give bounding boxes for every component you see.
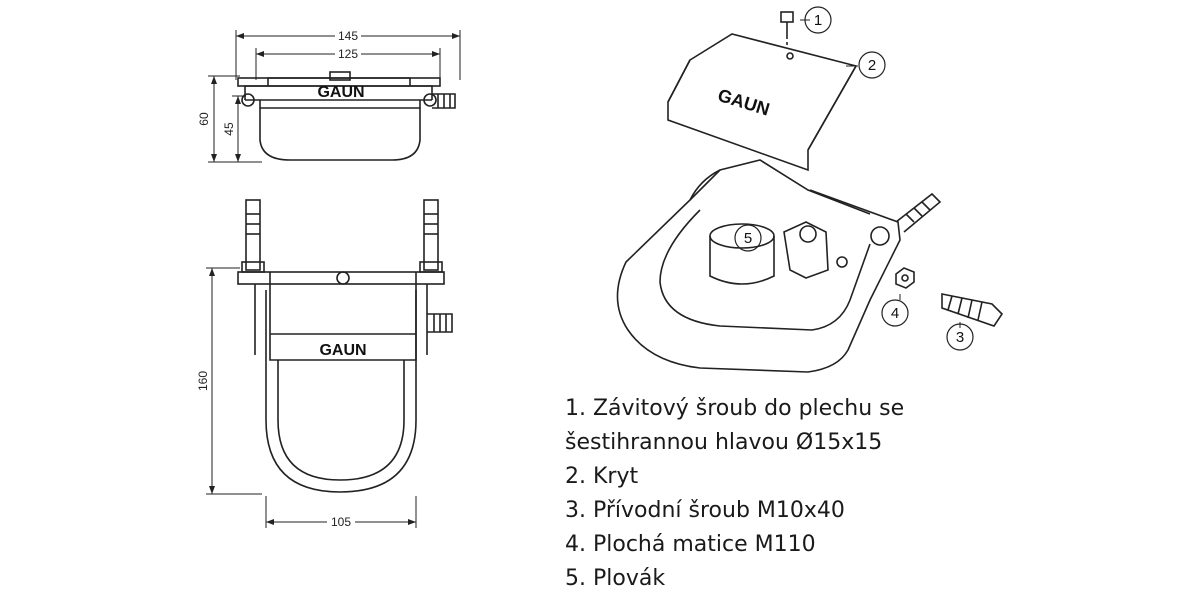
dim-160: 160 (196, 371, 210, 391)
brand-label-front: GAUN (319, 342, 366, 359)
legend-item-4: 4. Plochá matice M110 (565, 532, 816, 557)
callout-4: 4 (891, 305, 899, 322)
dim-60: 60 (197, 112, 211, 126)
callout-circles (734, 6, 974, 351)
parts-legend: 1. Závitový šroub do plechu se šestihran… (565, 392, 904, 596)
front-view (206, 199, 453, 528)
isometric-view (616, 11, 1004, 373)
callout-2: 2 (868, 57, 876, 74)
dim-45: 45 (222, 122, 236, 136)
side-view (208, 30, 461, 163)
brand-label-side: GAUN (317, 84, 364, 101)
legend-item-1-cont: šestihrannou hlavou Ø15x15 (565, 430, 883, 455)
callout-3: 3 (956, 329, 964, 346)
callout-5: 5 (744, 230, 752, 247)
brand-label-iso: GAUN (715, 85, 772, 120)
legend-item-3: 3. Přívodní šroub M10x40 (565, 498, 845, 523)
legend-item-5: 5. Plovák (565, 566, 666, 591)
legend-item-2: 2. Kryt (565, 464, 639, 489)
dim-125: 125 (338, 47, 358, 61)
dim-105: 105 (331, 515, 351, 529)
callout-1: 1 (814, 12, 822, 29)
legend-item-1: 1. Závitový šroub do plechu se (565, 396, 905, 421)
dim-145: 145 (338, 29, 358, 43)
